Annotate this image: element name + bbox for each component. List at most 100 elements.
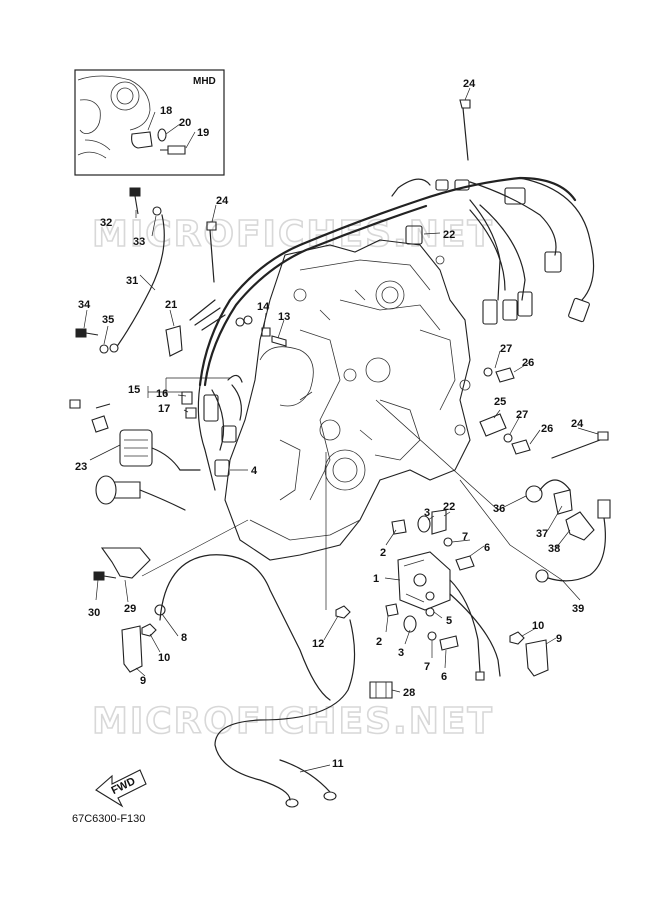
sensor-plug	[95, 475, 186, 511]
clamp-28	[369, 681, 393, 699]
bolt-34	[75, 328, 99, 338]
washer-35	[99, 344, 109, 354]
callout-30: 30	[88, 607, 100, 619]
callout-16: 16	[156, 388, 168, 400]
callout-28: 28	[403, 687, 415, 699]
callout-26: 26	[541, 423, 553, 435]
connectors-top-right	[405, 179, 590, 325]
callout-32: 32	[100, 217, 112, 229]
cable-tie-24-right	[551, 431, 609, 459]
bracket-29-30	[93, 547, 151, 581]
nut-12	[335, 605, 351, 619]
nut-10-right	[509, 631, 525, 645]
callout-27: 27	[516, 409, 528, 421]
bolt-32	[129, 187, 141, 215]
wire-leads-relay	[449, 579, 501, 681]
callout-38: 38	[548, 543, 560, 555]
callout-19: 19	[197, 127, 209, 139]
sensor-36	[525, 479, 571, 503]
starter-relay-1	[397, 551, 451, 611]
collar-2	[385, 519, 407, 617]
callout-39: 39	[572, 603, 584, 615]
callout-labels: 1 2 2 3 3 4 5 6 6 7 7 8 9 9 10 10 11 12 …	[75, 78, 584, 770]
leader-lines	[83, 87, 599, 773]
callout-22: 22	[443, 229, 455, 241]
fwd-arrow-icon: FWD	[95, 769, 147, 808]
callout-12: 12	[312, 638, 324, 650]
washer-27-lower	[503, 433, 513, 443]
grommet-3	[403, 515, 431, 633]
callout-33: 33	[133, 236, 145, 248]
callout-7: 7	[424, 661, 430, 673]
callout-21: 21	[165, 299, 177, 311]
drawing-code: 67C6300-F130	[72, 813, 145, 825]
callout-17: 17	[158, 403, 170, 415]
connector-4	[214, 374, 243, 477]
callout-26: 26	[522, 357, 534, 369]
bolt-26-lower	[511, 439, 531, 455]
callout-2: 2	[380, 547, 386, 559]
mhd-inset: MHD	[74, 69, 225, 176]
inset-label: MHD	[193, 76, 216, 87]
callout-35: 35	[102, 314, 114, 326]
callout-6: 6	[484, 542, 490, 554]
callout-34: 34	[78, 299, 91, 311]
cap-38	[565, 511, 595, 541]
bolt-6	[439, 555, 475, 651]
callout-7: 7	[462, 531, 468, 543]
callout-3: 3	[424, 507, 430, 519]
callout-31: 31	[126, 275, 138, 287]
rectifier-23	[69, 399, 201, 471]
bracket-21	[165, 325, 183, 357]
cover-22-lower	[431, 509, 447, 535]
cable-tie-24-left	[206, 221, 217, 283]
clip-13-14	[235, 315, 287, 347]
callout-9: 9	[556, 633, 562, 645]
ground-lead-31	[109, 214, 165, 353]
callout-37: 37	[536, 528, 548, 540]
callout-8: 8	[181, 632, 187, 644]
callout-23: 23	[75, 461, 87, 473]
callout-15: 15	[128, 384, 140, 396]
callout-24: 24	[216, 195, 229, 207]
callout-24: 24	[463, 78, 476, 90]
callout-24: 24	[571, 418, 584, 430]
callout-29: 29	[124, 603, 136, 615]
callout-11: 11	[332, 758, 344, 770]
watermark-bottom: MICROFICHES.NET	[92, 701, 494, 742]
callout-2: 2	[376, 636, 382, 648]
callout-4: 4	[251, 465, 258, 477]
engine-block	[224, 239, 471, 561]
callout-10: 10	[532, 620, 544, 632]
sensor-37	[553, 489, 573, 515]
wiring-harness	[189, 176, 595, 491]
sensor-lead-39	[535, 499, 611, 583]
callout-10: 10	[158, 652, 170, 664]
callout-27: 27	[500, 343, 512, 355]
nut-10-left	[141, 623, 157, 637]
washer-27-top	[483, 367, 493, 377]
clamp-25	[479, 413, 507, 437]
callout-9: 9	[140, 675, 146, 687]
battery-cable-11	[214, 619, 356, 808]
connector-boot-9-right	[525, 639, 549, 677]
callout-5: 5	[446, 615, 452, 627]
clip-16-17	[181, 391, 219, 422]
callout-20: 20	[179, 117, 191, 129]
connector-boot-9-left	[121, 625, 143, 673]
bolt-26-top	[495, 367, 515, 383]
washer-33	[152, 206, 162, 216]
callout-1: 1	[373, 573, 379, 585]
callout-14: 14	[257, 301, 270, 313]
callout-18: 18	[160, 105, 172, 117]
callout-3: 3	[398, 647, 404, 659]
callout-36: 36	[493, 503, 505, 515]
nut-5	[425, 591, 435, 617]
fwd-label: FWD	[110, 775, 138, 797]
callout-25: 25	[494, 396, 506, 408]
callout-13: 13	[278, 311, 290, 323]
battery-cable-8	[154, 554, 331, 701]
cable-tie-24-top	[459, 99, 471, 161]
callout-6: 6	[441, 671, 447, 683]
